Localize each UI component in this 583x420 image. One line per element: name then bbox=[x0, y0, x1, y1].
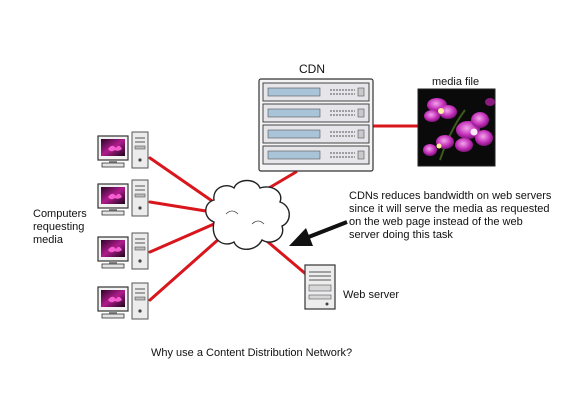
arrow-icon bbox=[289, 220, 348, 246]
desktop-computer-icon bbox=[97, 282, 149, 320]
link-computer-2 bbox=[148, 200, 214, 214]
rack-server-icon bbox=[258, 78, 374, 172]
internet-cloud-icon bbox=[205, 179, 290, 250]
link-computer-3 bbox=[148, 222, 216, 254]
description-line: on the web page instead of the web bbox=[349, 216, 523, 228]
description-line: server doing this task bbox=[349, 229, 453, 241]
orchid-photo-icon bbox=[417, 88, 496, 167]
computers-label-line: Computers bbox=[33, 208, 87, 220]
computers-label-line: requesting bbox=[33, 221, 85, 233]
computers-label-line: media bbox=[33, 234, 63, 246]
computers-label: Computers requesting media bbox=[33, 208, 113, 247]
description-line: CDNs reduces bandwidth on web servers bbox=[349, 190, 552, 202]
link-cloud-webserver bbox=[266, 240, 309, 277]
web-server-label: Web server bbox=[343, 289, 400, 301]
cdn-label: CDN bbox=[299, 62, 325, 76]
web-server-icon bbox=[304, 264, 336, 310]
link-computer-4 bbox=[148, 236, 222, 302]
cdn-description: CDNs reduces bandwidth on web servers si… bbox=[349, 190, 579, 242]
link-computer-1 bbox=[148, 156, 217, 205]
description-line: since it will serve the media as request… bbox=[349, 203, 550, 215]
media-file-label: media file bbox=[432, 76, 480, 88]
diagram-caption: Why use a Content Distribution Network? bbox=[151, 347, 353, 359]
desktop-computer-icon bbox=[97, 131, 149, 169]
